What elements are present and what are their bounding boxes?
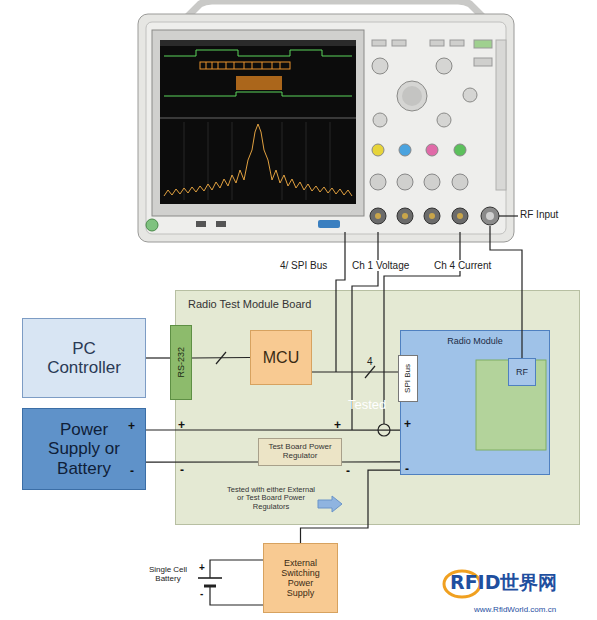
polarity-mark: + xyxy=(199,562,205,573)
signal-label: 4/ SPI Bus xyxy=(278,260,329,271)
battery-symbol xyxy=(210,560,263,578)
scope-controls xyxy=(146,219,158,231)
oscilloscope xyxy=(146,22,506,234)
watermark: www.RfidWorld.com.cn xyxy=(474,606,556,615)
signal-label: RF Input xyxy=(520,209,558,220)
scope-controls xyxy=(452,208,468,224)
scope-controls xyxy=(402,86,422,106)
probe-wire xyxy=(499,215,518,216)
scope-controls xyxy=(424,208,440,224)
scope-screen xyxy=(200,62,290,69)
oscilloscope xyxy=(496,40,506,190)
polarity-mark: + xyxy=(334,419,341,432)
signal-label: Ch 1 Voltage xyxy=(350,260,411,271)
battery-symbol xyxy=(198,577,222,579)
scope-controls xyxy=(146,40,499,231)
polarity-mark: + xyxy=(128,420,135,433)
scope-controls xyxy=(196,221,206,227)
box-label: RS-232 xyxy=(176,347,186,378)
scope-screen xyxy=(236,76,282,90)
scope-controls xyxy=(463,88,477,102)
oscilloscope xyxy=(152,30,364,216)
scope-screen xyxy=(206,62,280,69)
test-point-label: Tested xyxy=(348,398,386,413)
polarity-mark: - xyxy=(130,465,134,478)
scope-controls xyxy=(397,81,427,111)
scope-controls xyxy=(452,174,468,190)
scope-screen xyxy=(160,40,356,46)
polarity-mark: + xyxy=(178,419,185,432)
controller-box: PC Controller xyxy=(22,318,146,398)
scope-screen xyxy=(160,40,356,204)
regulator-box: Test Board Power Regulator xyxy=(258,438,342,466)
interface-box: RS-232 xyxy=(170,325,192,400)
module-heading: Radio Module xyxy=(447,336,503,346)
scope-screen xyxy=(160,40,356,204)
scope-screen xyxy=(164,50,352,56)
scope-controls xyxy=(397,208,413,224)
wire xyxy=(146,357,170,358)
scope-screen xyxy=(164,92,352,96)
box-label: MCU xyxy=(263,349,299,367)
board-heading: Radio Test Module Board xyxy=(188,298,311,310)
polarity-mark: + xyxy=(404,418,411,431)
scope-controls xyxy=(429,213,435,219)
battery-label: Single Cell Battery xyxy=(140,566,196,584)
scope-controls xyxy=(372,40,386,46)
polarity-mark: - xyxy=(405,463,409,476)
oscilloscope xyxy=(138,1,514,242)
bus-port: SPI Bus xyxy=(398,355,418,402)
scope-controls xyxy=(424,174,440,190)
scope-controls xyxy=(402,213,408,219)
scope-controls xyxy=(454,144,466,156)
mcu-box: MCU xyxy=(250,330,312,385)
box-label: External Switching Power Supply xyxy=(273,558,328,598)
polarity-mark: - xyxy=(180,464,184,477)
scope-controls xyxy=(370,208,386,224)
box-label: Power Supply or Battery xyxy=(38,420,130,477)
note-text: Tested with either External or Test Boar… xyxy=(224,486,318,511)
polarity-mark: - xyxy=(200,588,203,599)
box-label: Test Board Power Regulator xyxy=(268,443,332,461)
scope-controls xyxy=(450,40,464,46)
scope-controls xyxy=(373,113,387,127)
scope-controls xyxy=(216,221,226,227)
scope-controls xyxy=(372,144,384,156)
battery-symbol xyxy=(198,560,263,605)
scope-controls xyxy=(481,207,499,225)
rf-block: RF xyxy=(508,358,536,386)
battery-symbol xyxy=(204,585,216,588)
scope-controls xyxy=(426,144,438,156)
signal-label: Ch 4 Current xyxy=(432,260,493,271)
supply-box: External Switching Power Supply xyxy=(263,543,338,613)
scope-controls xyxy=(430,40,444,46)
scope-controls xyxy=(370,174,386,190)
scope-controls xyxy=(486,212,494,220)
watermark: RFID世界网 xyxy=(450,572,557,593)
scope-controls xyxy=(457,213,463,219)
scope-controls xyxy=(397,174,413,190)
scope-controls xyxy=(318,220,340,228)
scope-controls xyxy=(436,58,452,74)
scope-screen xyxy=(160,118,356,119)
scope-controls xyxy=(375,213,381,219)
scope-screen xyxy=(164,124,352,196)
scope-controls xyxy=(372,58,388,74)
box-label: PC Controller xyxy=(39,339,129,377)
polarity-mark: - xyxy=(346,465,350,478)
scope-controls xyxy=(474,40,492,48)
battery-symbol xyxy=(210,586,263,605)
scope-controls xyxy=(474,58,492,66)
supply-box: Power Supply or Battery xyxy=(22,408,146,490)
box-label: SPI Bus xyxy=(404,364,413,393)
bus-width: 4 xyxy=(367,356,373,367)
scope-controls xyxy=(399,144,411,156)
scope-controls xyxy=(392,40,406,46)
box-label: RF xyxy=(516,367,528,377)
oscilloscope xyxy=(138,14,514,242)
scope-controls xyxy=(437,113,451,127)
